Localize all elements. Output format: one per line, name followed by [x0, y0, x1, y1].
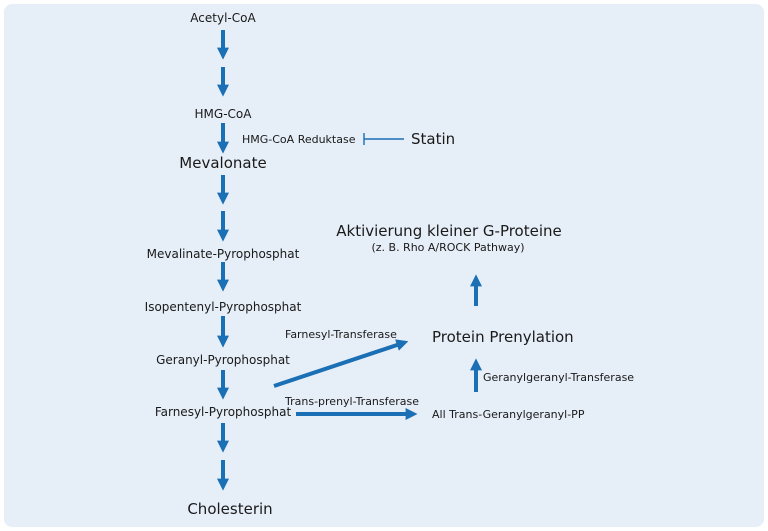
node-statin: Statin — [411, 130, 456, 148]
enzyme-hmg-coa-reductase: HMG-CoA Reduktase — [242, 133, 356, 146]
node-activation-subtitle: (z. B. Rho A/ROCK Pathway) — [371, 241, 525, 254]
enzyme-geranylgeranyl-transferase: Geranylgeranyl-Transferase — [483, 371, 635, 384]
node-protein-prenylation: Protein Prenylation — [432, 328, 574, 346]
node-all-trans-geranylgeranyl-pp: All Trans-Geranylgeranyl-PP — [432, 408, 585, 421]
enzyme-trans-prenyl-transferase: Trans-prenyl-Transferase — [285, 395, 420, 408]
node-farnesyl-pyrophosphat: Farnesyl-Pyrophosphat — [154, 405, 292, 419]
diagram-background — [4, 4, 764, 527]
node-isopentenyl-pyrophosphat: Isopentenyl-Pyrophosphat — [144, 300, 302, 314]
enzyme-farnesyl-transferase: Farnesyl-Transferase — [285, 328, 397, 341]
node-activation-title: Aktivierung kleiner G-Proteine — [336, 222, 562, 240]
node-cholesterin: Cholesterin — [187, 500, 273, 518]
node-mevalonate: Mevalonate — [179, 154, 267, 172]
node-hmg-coa: HMG-CoA — [194, 107, 252, 121]
arrow-farnesyl-transferase — [273, 339, 409, 388]
node-geranyl-pyrophosphat: Geranyl-Pyrophosphat — [156, 353, 290, 367]
node-acetyl-coa: Acetyl-CoA — [190, 11, 256, 25]
node-mevalinate-pyrophosphat: Mevalinate-Pyrophosphat — [146, 247, 300, 261]
